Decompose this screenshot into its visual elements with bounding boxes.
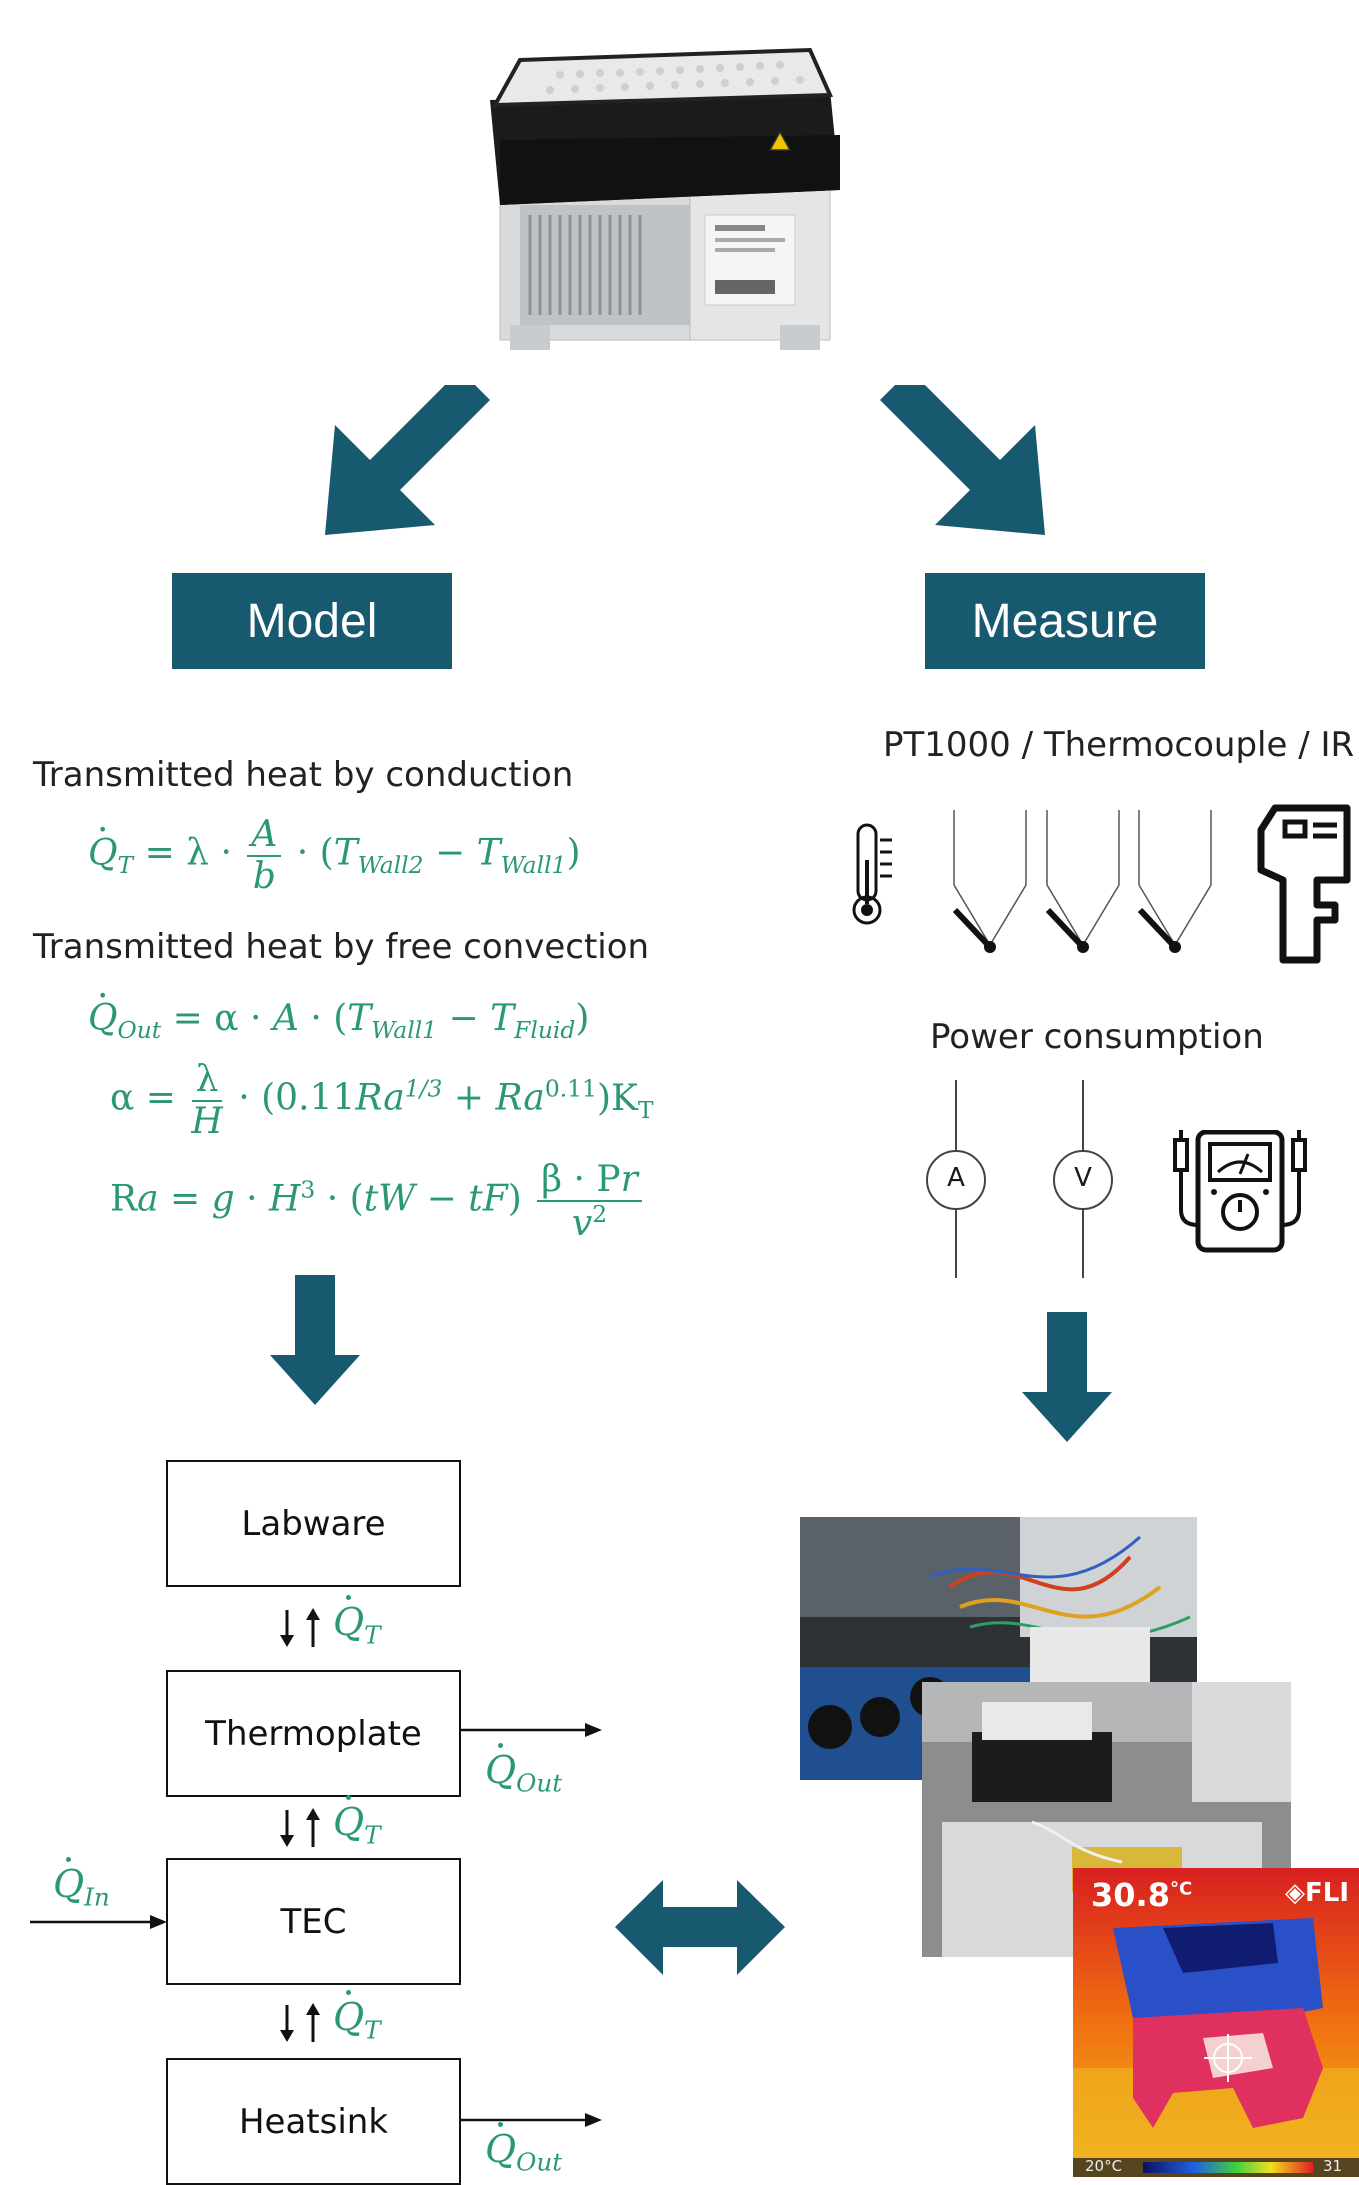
thermoplate-block: Thermoplate: [166, 1670, 461, 1797]
ir-brand-logo: ◈FLI: [1285, 1878, 1350, 1908]
q-out-label-thermoplate: QOut: [485, 1748, 562, 1798]
arrow-to-model-icon: [325, 385, 490, 535]
labware-block: Labware: [166, 1460, 461, 1587]
convection-title: Transmitted heat by free convection: [33, 927, 650, 967]
ir-thermometer-gun-icon: [1257, 804, 1351, 964]
ir-scale-max: 31: [1323, 2157, 1343, 2175]
heat-exchange-arrows-1: [280, 1608, 320, 1647]
thermocouple-icon-2: [1045, 810, 1120, 953]
down-arrow-left-icon: [270, 1275, 360, 1405]
convection-formula: QOut = α · A · (TWall1 − TFluid): [88, 998, 589, 1044]
ir-temperature-readout: 30.8°C: [1091, 1876, 1193, 1914]
q-in-label: QIn: [53, 1862, 110, 1912]
voltmeter-label: V: [1074, 1163, 1092, 1193]
heatsink-block: Heatsink: [166, 2058, 461, 2185]
thermometer-icon: [852, 823, 892, 925]
thermocouple-icon-3: [1137, 810, 1212, 953]
heat-exchange-arrows-3: [280, 2003, 320, 2042]
voltmeter-symbol-icon: [1053, 1080, 1113, 1278]
q-t-label-3: QT: [333, 1995, 381, 2045]
tec-in-arrow: [30, 1915, 167, 1929]
ir-scale-min: 20°C: [1085, 2157, 1123, 2175]
conduction-formula: QT = λ · Ab · (TWall2 − TWall1): [88, 815, 580, 896]
ammeter-label: A: [947, 1163, 965, 1193]
model-label: Model: [172, 573, 452, 669]
infrared-thermal-image: 30.8°C ◈FLI 20°C 31: [1073, 1868, 1359, 2177]
thermocouple-icon-1: [952, 810, 1027, 953]
measure-label: Measure: [925, 573, 1205, 669]
thermoplate-device-image: [490, 47, 840, 350]
power-title: Power consumption: [930, 1017, 1264, 1057]
sensors-title: PT1000 / Thermocouple / IR: [883, 725, 1355, 765]
down-arrow-right-icon: [1022, 1312, 1112, 1442]
multimeter-icon: [1173, 1130, 1307, 1253]
heatsink-out-arrow: [460, 2113, 602, 2127]
heat-exchange-arrows-2: [280, 1808, 320, 1847]
thermoplate-out-arrow: [460, 1723, 602, 1737]
q-out-label-heatsink: QOut: [485, 2127, 562, 2177]
q-t-label-2: QT: [333, 1800, 381, 1850]
bidirectional-comparison-arrow-icon: [615, 1880, 785, 1975]
q-t-label-1: QT: [333, 1600, 381, 1650]
ammeter-symbol-icon: [926, 1080, 986, 1278]
conduction-title: Transmitted heat by conduction: [33, 755, 574, 795]
tec-block: TEC: [166, 1858, 461, 1985]
arrow-to-measure-icon: [880, 385, 1045, 535]
